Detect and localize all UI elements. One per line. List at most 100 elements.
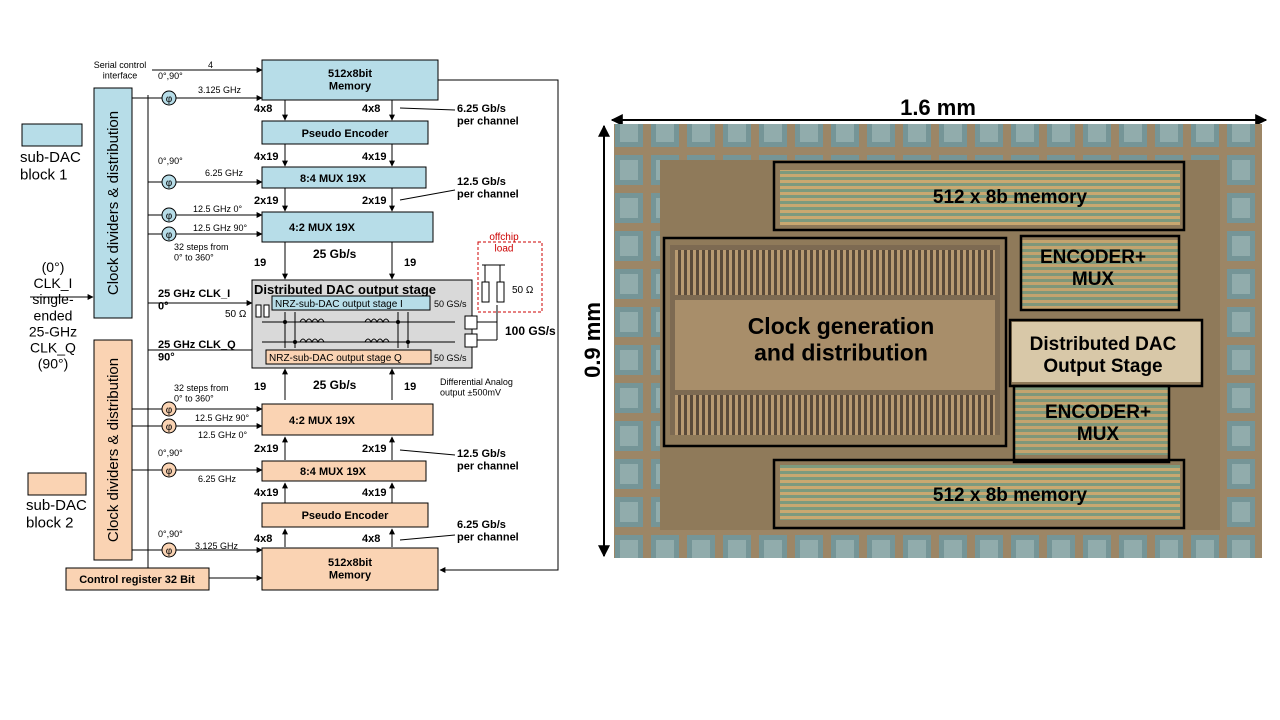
svg-text:Control register 32 Bit: Control register 32 Bit — [79, 574, 195, 586]
svg-text:φ: φ — [166, 94, 173, 105]
offchip-load-box — [477, 241, 543, 313]
svg-text:4x19: 4x19 — [254, 487, 278, 499]
clock-divider-label-1: Clock dividers & distribution — [105, 111, 122, 295]
control-register — [65, 567, 210, 591]
region-memory-bottom — [772, 458, 1186, 530]
svg-text:2x19: 2x19 — [362, 443, 386, 455]
nrz-stage-q — [265, 349, 432, 365]
svg-text:12.5 GHz 0°: 12.5 GHz 0° — [198, 430, 248, 440]
svg-text:4x8: 4x8 — [362, 103, 380, 115]
svg-text:φ: φ — [166, 230, 173, 241]
svg-text:Pseudo Encoder: Pseudo Encoder — [302, 510, 390, 522]
svg-text:512 x 8b memory: 512 x 8b memory — [933, 485, 1088, 506]
svg-text:4x19: 4x19 — [362, 151, 386, 163]
svg-text:12.5 GHz 90°: 12.5 GHz 90° — [193, 223, 248, 233]
svg-text:φ: φ — [166, 466, 173, 477]
svg-text:φ: φ — [166, 211, 173, 222]
svg-text:25 Gb/s: 25 Gb/s — [313, 378, 357, 392]
svg-text:8:4 MUX 19X: 8:4 MUX 19X — [300, 466, 367, 478]
svg-text:ENCODER+MUX: ENCODER+MUX — [1045, 402, 1151, 445]
svg-text:Pseudo Encoder: Pseudo Encoder — [302, 128, 390, 140]
svg-text:4x8: 4x8 — [254, 103, 272, 115]
svg-text:4x19: 4x19 — [254, 151, 278, 163]
svg-text:φ: φ — [166, 546, 173, 557]
svg-text:19: 19 — [404, 381, 416, 393]
svg-text:3.125 GHz: 3.125 GHz — [195, 541, 239, 551]
svg-text:4x8: 4x8 — [254, 533, 272, 545]
svg-text:NRZ-sub-DAC output stage I: NRZ-sub-DAC output stage I — [275, 299, 403, 310]
svg-text:6.25 GHz: 6.25 GHz — [198, 474, 237, 484]
svg-text:6.25 GHz: 6.25 GHz — [205, 168, 244, 178]
legend-swatch-block2 — [27, 472, 87, 496]
clock-divider-block1 — [93, 87, 133, 319]
svg-text:0°,90°: 0°,90° — [158, 448, 183, 458]
svg-text:3.125 GHz: 3.125 GHz — [198, 85, 242, 95]
svg-text:50 GS/s: 50 GS/s — [434, 299, 467, 309]
svg-text:NRZ-sub-DAC output stage Q: NRZ-sub-DAC output stage Q — [269, 353, 402, 364]
svg-text:2x19: 2x19 — [362, 195, 386, 207]
region-encoder-top — [1019, 234, 1181, 312]
mux-4-2-top — [261, 211, 434, 243]
svg-text:0°,90°: 0°,90° — [158, 156, 183, 166]
svg-text:2x19: 2x19 — [254, 195, 278, 207]
region-clock — [662, 236, 1008, 448]
mux-4-2-bottom — [261, 403, 434, 436]
legend-swatch-block1 — [21, 123, 83, 147]
svg-text:0°,90°: 0°,90° — [158, 529, 183, 539]
svg-text:12.5 GHz 90°: 12.5 GHz 90° — [195, 413, 250, 423]
svg-text:50 GS/s: 50 GS/s — [434, 353, 467, 363]
memory-block-bottom — [261, 547, 439, 591]
region-encoder-bottom — [1012, 384, 1171, 464]
svg-text:50 Ω: 50 Ω — [512, 285, 534, 296]
pseudo-encoder-top — [261, 120, 429, 145]
svg-text:4x8: 4x8 — [362, 533, 380, 545]
svg-text:4x19: 4x19 — [362, 487, 386, 499]
svg-text:25 Gb/s: 25 Gb/s — [313, 247, 357, 261]
svg-text:φ: φ — [166, 178, 173, 189]
region-memory-top — [772, 160, 1186, 232]
nrz-stage-i — [271, 295, 431, 311]
clock-divider-block2 — [93, 339, 133, 561]
chip-micrograph: 1.6 mm 0.9 mm 512 x 8b memory 512 x 8b m… — [580, 95, 1268, 558]
svg-text:0°,90°: 0°,90° — [158, 71, 183, 81]
svg-text:4:2 MUX 19X: 4:2 MUX 19X — [289, 415, 356, 427]
bus-width-4: 4 — [208, 60, 213, 70]
die-width-label: 1.6 mm — [900, 95, 976, 120]
svg-text:Distributed DAC output stage: Distributed DAC output stage — [254, 282, 436, 297]
transmission-line-schematic — [255, 304, 455, 348]
pseudo-encoder-bottom — [261, 502, 429, 528]
svg-text:2x19: 2x19 — [254, 443, 278, 455]
svg-text:φ: φ — [166, 405, 173, 416]
die-height-label: 0.9 mm — [580, 302, 605, 378]
phase-shifters-top: φ 0°,90° 3.125 GHz φ 0°,90° 6.25 GHz φ 1… — [132, 71, 263, 262]
clock-divider-label-2: Clock dividers & distribution — [105, 358, 122, 542]
svg-text:19: 19 — [404, 257, 416, 269]
rate-100gs: 100 GS/s — [505, 324, 556, 338]
mux-8-4-bottom — [261, 460, 427, 482]
output-port-n — [464, 333, 478, 348]
svg-text:512 x 8b memory: 512 x 8b memory — [933, 187, 1088, 208]
svg-text:8:4 MUX 19X: 8:4 MUX 19X — [300, 173, 367, 185]
svg-text:ENCODER+MUX: ENCODER+MUX — [1040, 247, 1146, 290]
svg-text:12.5 GHz 0°: 12.5 GHz 0° — [193, 204, 243, 214]
